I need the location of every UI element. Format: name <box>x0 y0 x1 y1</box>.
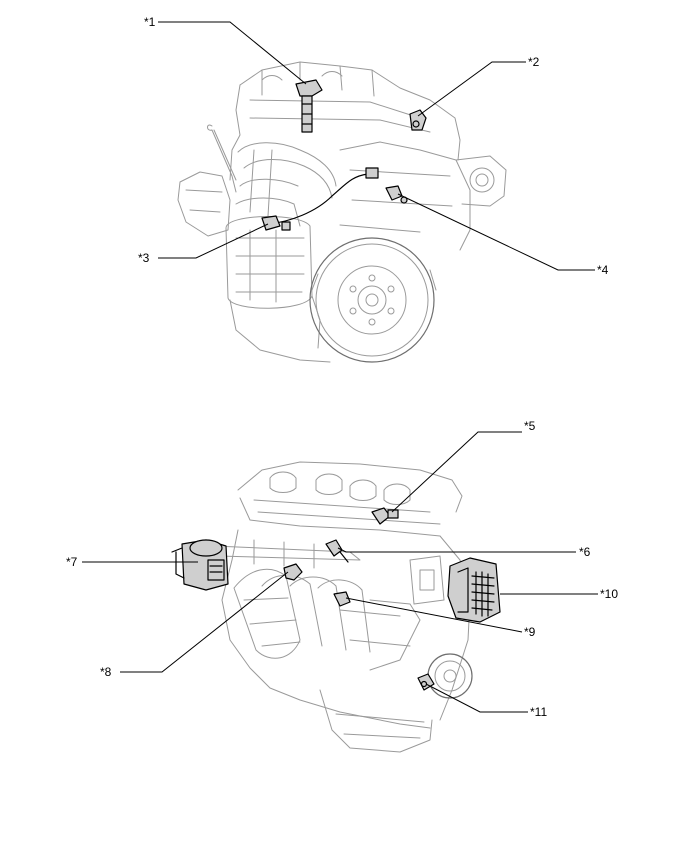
callout-4: *4 <box>597 263 609 277</box>
oil-pressure-switch-part <box>385 185 408 204</box>
oxygen-sensor-part <box>261 167 379 231</box>
callout-leaders-top <box>158 21 595 271</box>
callout-leaders-bottom <box>82 431 598 713</box>
callout-5: *5 <box>524 419 536 433</box>
callout-labels: *1 *2 *3 *4 *5 *6 *7 *10 *9 *8 *11 <box>66 15 618 719</box>
vvt-oil-control-valve-part <box>371 507 399 525</box>
callout-6: *6 <box>579 545 591 559</box>
engine-bottom-view-intake-side <box>213 461 473 753</box>
map-sensor-part <box>283 563 303 581</box>
callout-8: *8 <box>100 665 112 679</box>
engine-top-view-exhaust-side <box>177 61 507 363</box>
callout-2: *2 <box>528 55 540 69</box>
callout-7: *7 <box>66 555 78 569</box>
throttle-body-part <box>171 539 229 591</box>
callout-3: *3 <box>138 251 150 265</box>
callout-11: *11 <box>530 705 547 719</box>
callout-10: *10 <box>600 587 618 601</box>
ignition-coil-part <box>295 79 323 133</box>
alternator-part <box>447 557 501 623</box>
camshaft-position-sensor-part <box>409 109 427 131</box>
callout-1: *1 <box>144 15 156 29</box>
callout-9: *9 <box>524 625 536 639</box>
crank-sensor-part <box>333 591 351 607</box>
